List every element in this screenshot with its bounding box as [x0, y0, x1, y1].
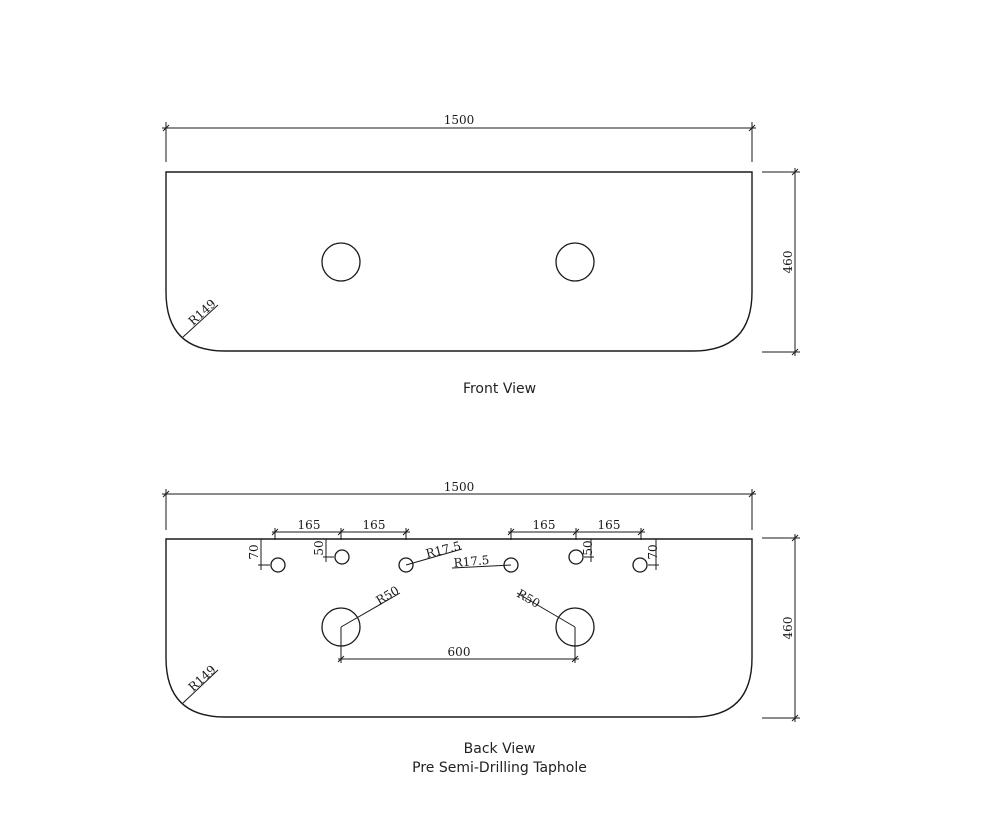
back-width-dimension: 1500: [162, 480, 756, 530]
front-view-caption: Front View: [462, 381, 537, 397]
back-view-caption: Back View: [463, 741, 536, 757]
taphole-1: [270, 557, 286, 573]
depth-outer-right-label: 70: [646, 544, 660, 559]
center-spacing-label: 600: [448, 645, 471, 659]
taphole-5: [568, 549, 584, 565]
depth-dimensions: 70 50 50 70: [247, 539, 660, 570]
back-height-label: 460: [781, 617, 795, 640]
spacing-right-1-label: 165: [533, 518, 556, 532]
large-radius-callouts: R50 R50: [340, 583, 576, 628]
back-view: 1500 460 165 1: [162, 480, 800, 722]
spacing-right-dimensions: 165 165: [507, 518, 645, 540]
small-radius-callouts: R17.5 R17.5: [405, 539, 512, 570]
front-height-dimension: 460: [762, 168, 800, 356]
front-hole-left: [321, 242, 361, 282]
taphole-6: [632, 557, 648, 573]
center-spacing-dimension: 600: [337, 627, 579, 663]
front-outline: [165, 171, 753, 352]
depth-outer-left-label: 70: [247, 544, 261, 559]
back-view-subcaption: Pre Semi-Drilling Taphole: [412, 760, 587, 776]
depth-inner-left-label: 50: [312, 540, 326, 555]
front-radius-dimension: R149: [182, 296, 219, 338]
spacing-left-dimensions: 165 165: [271, 518, 410, 540]
front-radius-label: R149: [186, 296, 219, 328]
back-outline: [165, 538, 753, 718]
front-height-label: 460: [781, 251, 795, 274]
back-radius-label: R149: [186, 662, 219, 694]
front-width-dimension: 1500: [162, 113, 756, 162]
small-radius-right-label: R17.5: [453, 553, 490, 570]
taphole-2: [334, 549, 350, 565]
spacing-left-1-label: 165: [298, 518, 321, 532]
front-width-label: 1500: [444, 113, 475, 127]
large-radius-left-label: R50: [374, 583, 402, 607]
back-radius-dimension: R149: [182, 662, 219, 704]
back-height-dimension: 460: [762, 534, 800, 722]
front-view: 1500 460 R149: [162, 113, 800, 356]
depth-inner-right-label: 50: [581, 540, 595, 555]
spacing-right-2-label: 165: [598, 518, 621, 532]
spacing-left-2-label: 165: [363, 518, 386, 532]
large-radius-right-label: R50: [515, 586, 543, 610]
front-hole-right: [555, 242, 595, 282]
back-width-label: 1500: [444, 480, 475, 494]
